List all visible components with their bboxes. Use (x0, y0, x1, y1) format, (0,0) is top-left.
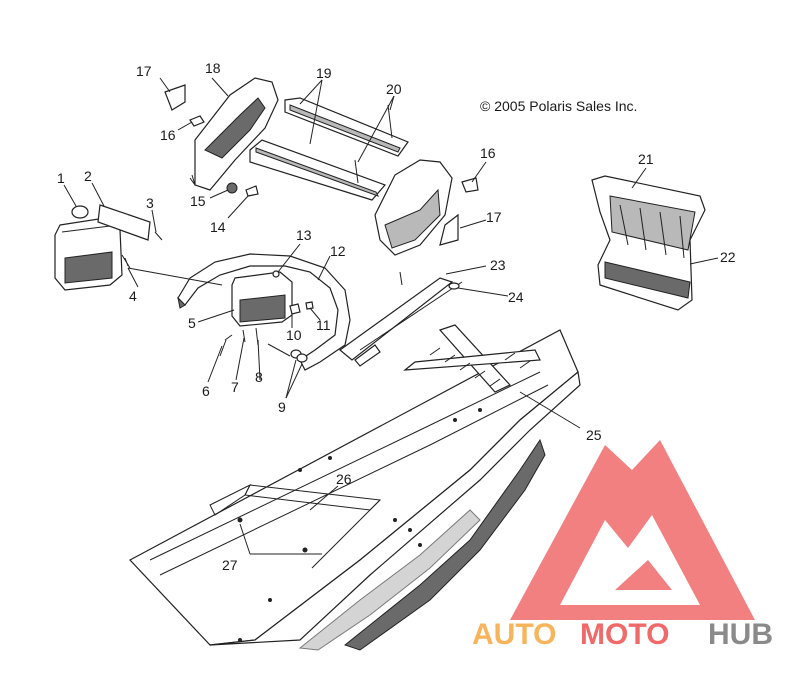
callout-20: 20 (386, 81, 402, 97)
callout-18: 18 (205, 60, 221, 76)
callouts: 1 2 3 4 5 6 7 8 9 10 11 12 13 14 15 16 1… (57, 60, 736, 573)
callout-5: 5 (188, 315, 196, 331)
watermark-text: AUTO MOTO HUB (472, 618, 773, 651)
callout-7: 7 (231, 379, 239, 395)
watermark-auto: AUTO (472, 618, 556, 651)
watermark-moto: MOTO (580, 618, 669, 651)
callout-27: 27 (222, 557, 238, 573)
callout-26: 26 (336, 471, 352, 487)
tail-light-1 (54, 217, 123, 291)
callout-3: 3 (146, 195, 154, 211)
watermark-triangle (510, 440, 755, 620)
callout-17-right: 17 (486, 209, 502, 225)
handle-right (374, 159, 453, 256)
callout-19: 19 (316, 65, 332, 81)
rails-19 (249, 97, 409, 201)
screw-3 (154, 231, 163, 241)
callout-11: 11 (316, 317, 331, 333)
callout-22: 22 (720, 249, 736, 265)
handle-18-left (189, 77, 279, 191)
callout-23: 23 (490, 257, 506, 273)
callout-13: 13 (296, 227, 312, 243)
tunnel-assembly (129, 324, 581, 651)
callout-16-right: 16 (480, 145, 496, 161)
watermark-hub: HUB (708, 618, 773, 651)
callout-1: 1 (57, 170, 65, 186)
callout-21: 21 (638, 151, 654, 167)
bolts (189, 104, 639, 286)
gasket-2 (97, 204, 151, 241)
callout-10: 10 (286, 327, 302, 343)
decal-17-right (439, 213, 459, 246)
bracket-4 (121, 254, 131, 269)
callout-15: 15 (190, 193, 206, 209)
callout-17-left: 17 (136, 63, 152, 79)
hardware-group (219, 270, 314, 363)
callout-8: 8 (255, 369, 263, 385)
callout-12: 12 (330, 243, 346, 259)
copyright-notice: © 2005 Polaris Sales Inc. (480, 98, 637, 114)
callout-2: 2 (84, 168, 92, 184)
callout-16-left: 16 (160, 127, 176, 143)
callout-25: 25 (586, 427, 602, 443)
bulb (71, 205, 89, 219)
leader-lines (63, 77, 719, 555)
watermark-logo (510, 440, 755, 620)
callout-6: 6 (202, 383, 210, 399)
callout-4: 4 (129, 288, 137, 304)
callout-24: 24 (508, 289, 524, 305)
bracket-23-24 (339, 277, 463, 367)
callout-14: 14 (210, 219, 226, 235)
tail-light-5 (231, 271, 293, 327)
callout-9: 9 (278, 399, 286, 415)
snow-flap-22 (591, 175, 706, 311)
